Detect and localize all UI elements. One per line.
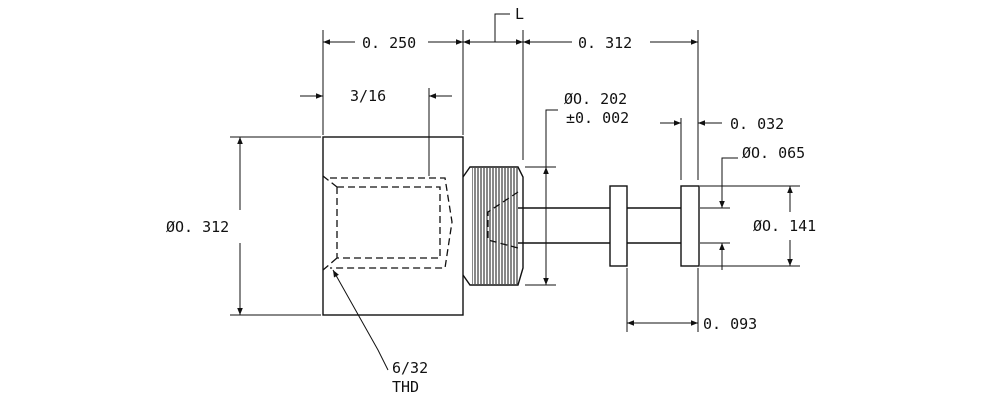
dim-knurl-diameter: ØO. 202 [564,90,627,108]
knurl-pattern [472,168,518,284]
dim-flange-spacing: 0. 093 [703,315,757,333]
thread-hidden-lines [322,175,453,271]
dim-knurl-tolerance: ±0. 002 [566,109,629,127]
dim-flange-diameter: ØO. 141 [753,217,816,235]
dimension-lines [237,13,793,371]
dim-overall-right: 0. 312 [578,34,632,52]
thread-note: THD [392,378,419,396]
flange-left [609,185,628,267]
dim-length-marker: L [515,5,524,23]
dimension-labels: 0. 250 L 0. 312 3/16 ØO. 312 ØO. 202 ±0.… [166,5,816,396]
part-outline [322,136,700,316]
flange-right [680,185,700,267]
dim-body-diameter: ØO. 312 [166,218,229,236]
dim-flange-thickness: 0. 032 [730,115,784,133]
dim-thread-depth: 3/16 [350,87,386,105]
thread-spec: 6/32 [392,359,428,377]
knurl-hidden-cone [487,191,519,249]
dim-overall-left: 0. 250 [362,34,416,52]
extension-lines [230,30,800,332]
knurl-outline [462,166,524,286]
dim-pin-diameter: ØO. 065 [742,144,805,162]
body-block [322,136,464,316]
